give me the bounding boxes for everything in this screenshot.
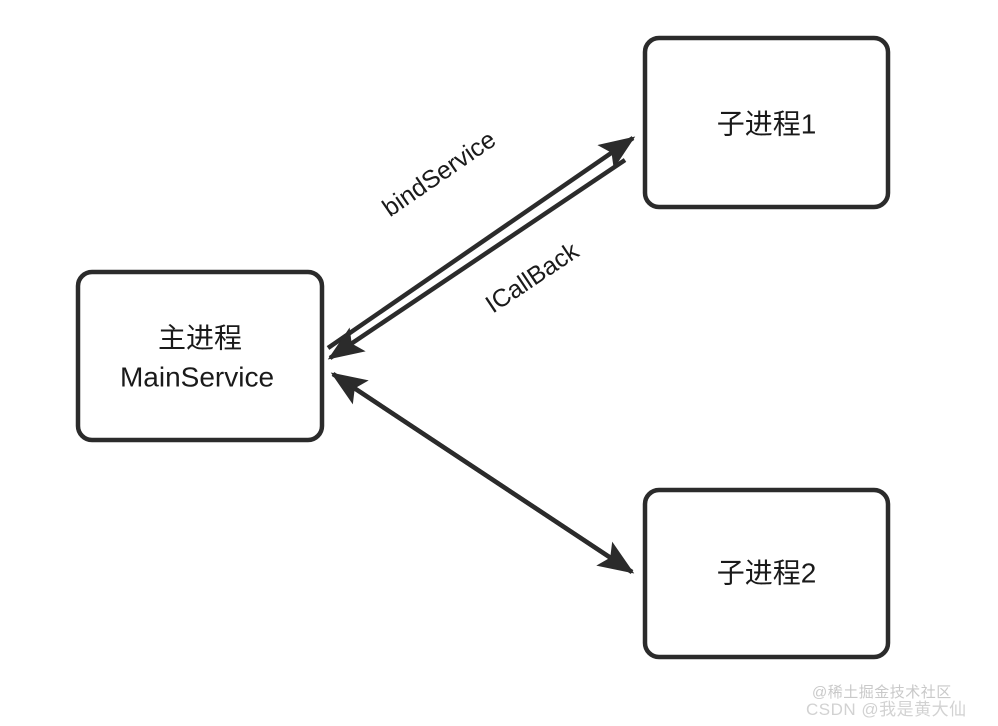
- node-child-process-2[interactable]: 子进程2: [642, 487, 891, 660]
- edge-bind-service-line: [326, 136, 636, 350]
- node-child-process-1-box[interactable]: [642, 35, 891, 210]
- edge-icallback-line: [327, 158, 627, 360]
- edge-child2-link: [330, 372, 635, 574]
- watermark-community: @稀土掘金技术社区: [812, 684, 952, 701]
- node-main-process-box[interactable]: [75, 269, 325, 443]
- node-child-process-1[interactable]: 子进程1: [642, 35, 891, 210]
- watermark-csdn: CSDN @我是黄大仙: [806, 700, 967, 719]
- edge-bind-service: bindService: [326, 125, 636, 350]
- node-main-process-label-line2: MainService: [120, 361, 274, 392]
- node-child-process-1-label: 子进程1: [717, 108, 817, 139]
- edge-label-bind-service: bindService: [377, 125, 501, 222]
- node-main-process-label-line1: 主进程: [158, 322, 242, 353]
- node-child-process-2-label: 子进程2: [717, 557, 817, 588]
- node-child-process-2-box[interactable]: [642, 487, 891, 660]
- edge-icallback: ICallBack: [327, 158, 627, 360]
- node-main-process[interactable]: 主进程 MainService: [75, 269, 325, 443]
- edge-main-to-child2-line: [331, 372, 635, 574]
